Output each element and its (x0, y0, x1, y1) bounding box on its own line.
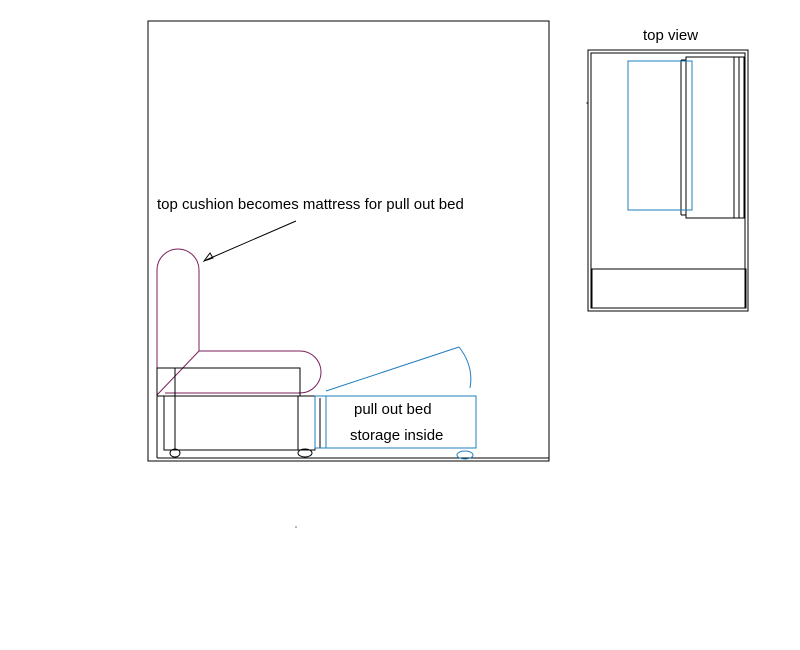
annotation-arrow (202, 220, 297, 262)
sofa-cushion (156, 248, 322, 396)
sofa-wheel-right (297, 448, 313, 458)
top-view-title: top view (643, 27, 698, 44)
top-view-frame (587, 49, 749, 312)
bed-wheel (456, 450, 474, 460)
stray-dot (586, 102, 588, 104)
top-view-storage (591, 268, 747, 309)
sofa-wheel-left (169, 448, 181, 458)
stray-dot (295, 526, 297, 528)
top-view-sofa (680, 56, 745, 219)
pull-out-bed-label: pull out bed (354, 401, 432, 418)
cushion-note-label: top cushion becomes mattress for pull ou… (157, 196, 464, 213)
pull-out-bed (314, 346, 477, 449)
side-view-frame (147, 20, 550, 462)
top-view-bed (627, 60, 693, 211)
storage-inside-label: storage inside (350, 427, 443, 444)
sofa-frame (156, 367, 549, 459)
